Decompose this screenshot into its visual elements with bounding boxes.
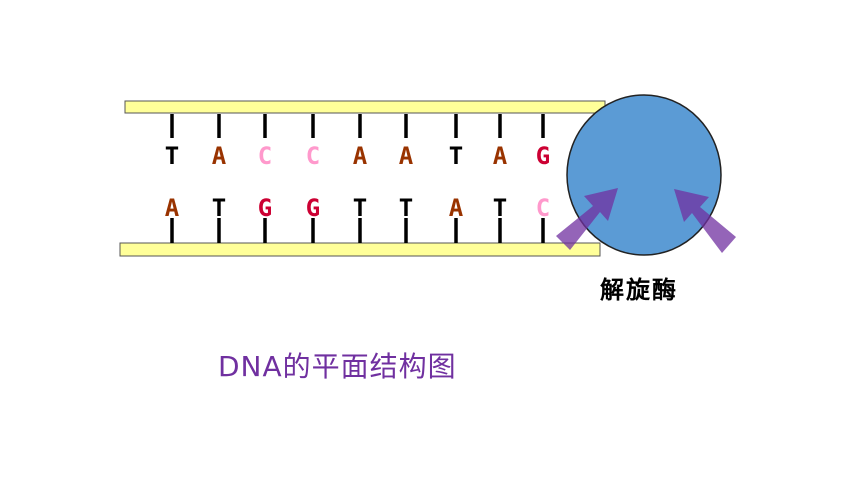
- bottom-base-letter: C: [536, 194, 550, 222]
- top-base-letter: T: [165, 142, 179, 170]
- top-base-letter: T: [449, 142, 463, 170]
- bottom-base-letter: T: [353, 194, 367, 222]
- top-base-letter: A: [212, 142, 227, 170]
- bottom-base-letter: T: [399, 194, 413, 222]
- left-arrow: [556, 188, 618, 250]
- bottom-base-letter: T: [493, 194, 507, 222]
- enzyme-label: 解旋酶: [600, 276, 678, 304]
- right-arrow: [674, 189, 736, 253]
- top-base-letter: A: [399, 142, 414, 170]
- bottom-base-letter: A: [449, 194, 464, 222]
- top-base-letter: A: [493, 142, 508, 170]
- bottom-base-letter: G: [258, 194, 272, 222]
- top-backbone: [124, 100, 606, 114]
- top-base-letter: G: [536, 142, 550, 170]
- bottom-backbone: [119, 242, 601, 257]
- top-base-letter: C: [306, 142, 320, 170]
- helicase-enzyme: [566, 94, 722, 256]
- bottom-base-letter: G: [306, 194, 320, 222]
- bottom-base-letter: T: [212, 194, 226, 222]
- top-base-letter: A: [353, 142, 368, 170]
- bottom-base-letter: A: [165, 194, 180, 222]
- diagram-caption: DNA的平面结构图: [218, 350, 457, 383]
- top-base-letter: C: [258, 142, 272, 170]
